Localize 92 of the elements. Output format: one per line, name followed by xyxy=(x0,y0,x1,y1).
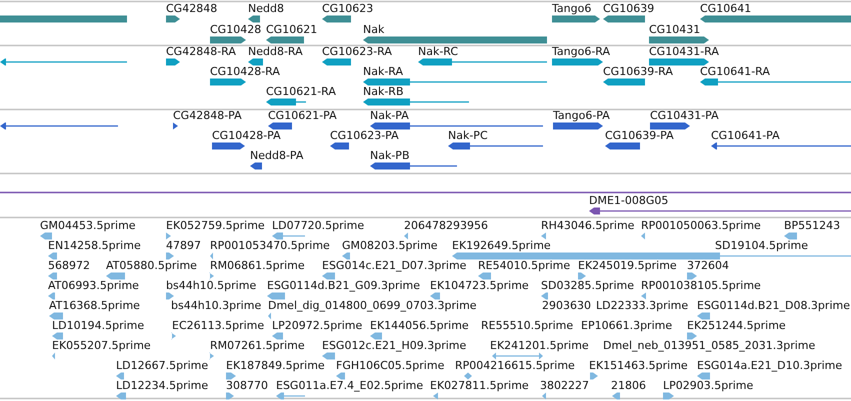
feature-label: ESG014c.E21_D07.3prime xyxy=(322,259,466,272)
feature-label: CG10621 xyxy=(266,23,318,36)
feature-label: CG10428-PA xyxy=(212,129,281,142)
feature-label: Nak-PB xyxy=(370,149,410,162)
feature-label: Nak-PC xyxy=(448,129,488,142)
feature-label: Nak-RC xyxy=(418,45,458,58)
feature-label: GM08203.5prime xyxy=(342,239,438,252)
feature-label: EP10661.3prime xyxy=(581,319,672,332)
feature-label: 21806 xyxy=(611,379,646,392)
feature-label: RH43046.5prime xyxy=(541,219,634,232)
feature-label: CG10641-RA xyxy=(700,65,770,78)
feature-label: CG10641 xyxy=(700,2,752,15)
feature-label: LP02903.5prime xyxy=(663,379,754,392)
feature-label: 206478293956 xyxy=(404,219,488,232)
feature-label: EK104723.5prime xyxy=(430,279,529,292)
feature-label: CG10431 xyxy=(649,23,700,36)
feature-label: 2903630 xyxy=(542,299,591,312)
feature-label: ESG0114d.B21_G09.3prime xyxy=(267,279,420,292)
feature-label: CG10431-RA xyxy=(649,45,719,58)
feature-label: CG10639-PA xyxy=(605,129,674,142)
feature-label: Tango6 xyxy=(552,2,592,15)
feature-label: RM07261.5prime xyxy=(210,339,305,352)
feature-label: CG10621-PA xyxy=(268,109,337,122)
feature-label: CG10623-PA xyxy=(330,129,399,142)
feature-label: CG10623 xyxy=(322,2,374,15)
feature-label: Tango6-RA xyxy=(552,45,610,58)
feature-label: 568972 xyxy=(48,259,90,272)
feature-label: EK245019.5prime xyxy=(578,259,677,272)
feature-label: CG10623-RA xyxy=(322,45,392,58)
feature-label: EK055207.5prime xyxy=(52,339,151,352)
feature-label: SD03285.5prime xyxy=(541,279,634,292)
feature-label: CG10428 xyxy=(210,23,262,36)
feature-label: ESG011a.E7.4_E02.5prime xyxy=(276,379,424,392)
feature-label: Dmel_neb_013951_0585_2031.3prime xyxy=(603,339,816,352)
feature-label: bs44h10.3prime xyxy=(171,299,262,312)
feature-label: ESG014a.E21_D10.3prime xyxy=(697,359,842,372)
feature-label: CG10431-PA xyxy=(650,109,719,122)
feature-label: 372604 xyxy=(687,259,729,272)
feature-label: Nedd8 xyxy=(248,2,284,15)
feature-label: RE55510.5prime xyxy=(481,319,574,332)
feature-label: CG10639 xyxy=(603,2,654,15)
feature-label: RP001050063.5prime xyxy=(641,219,761,232)
feature-label: LD12667.5prime xyxy=(116,359,208,372)
feature-label: AT06993.5prime xyxy=(48,279,139,292)
feature-label: ESG0114d.B21_D08.3prime xyxy=(697,299,850,312)
feature-label: AT16368.5prime xyxy=(49,299,140,312)
feature-label: EK151463.5prime xyxy=(589,359,688,372)
feature-label: LD10194.5prime xyxy=(52,319,144,332)
feature-label: CG10639-RA xyxy=(603,65,673,78)
feature-label: CG42848-RA xyxy=(166,45,236,58)
feature-label: Nedd8-RA xyxy=(248,45,303,58)
feature-label: BP551243 xyxy=(784,219,840,232)
feature-label: bs44h10.5prime xyxy=(166,279,256,292)
feature-label: RP001053470.5prime xyxy=(210,239,330,252)
feature-label: EK241201.5prime xyxy=(490,339,589,352)
feature-label: CG10641-PA xyxy=(711,129,780,142)
feature-label: EK144056.5prime xyxy=(370,319,469,332)
feature-label: LD12234.5prime xyxy=(116,379,208,392)
feature-label: EK052759.5prime xyxy=(166,219,265,232)
feature-label: AT05880.5prime xyxy=(106,259,197,272)
feature-label: CG42848-PA xyxy=(173,109,242,122)
feature-label: Nedd8-PA xyxy=(250,149,304,162)
feature-label: 308770 xyxy=(226,379,268,392)
feature-label: EK251244.5prime xyxy=(687,319,786,332)
feature-label: 47897 xyxy=(166,239,201,252)
feature-label: Nak-RA xyxy=(363,65,404,78)
feature-label: CG10621-RA xyxy=(266,85,336,98)
feature-label: Nak xyxy=(363,23,384,36)
feature-label: ESG012c.E21_H09.3prime xyxy=(322,339,466,352)
feature-label: RM06861.5prime xyxy=(210,259,305,272)
feature-label: RP001038105.5prime xyxy=(641,279,761,292)
feature-label: EK187849.5prime xyxy=(226,359,325,372)
feature-label: CG42848 xyxy=(166,2,218,15)
feature-label: LD22333.3prime xyxy=(596,299,688,312)
feature-label: GM04453.5prime xyxy=(40,219,136,232)
feature-label: EN14258.5prime xyxy=(48,239,141,252)
feature-label: RE54010.5prime xyxy=(478,259,570,272)
feature-label: Nak-PA xyxy=(370,109,409,122)
feature-label: DME1-008G05 xyxy=(589,194,668,207)
feature-label: EC26113.5prime xyxy=(172,319,264,332)
feature-label: 3802227 xyxy=(540,379,589,392)
feature-label: CG10428-RA xyxy=(210,65,280,78)
feature-label: RP004216615.5prime xyxy=(455,359,575,372)
feature-label: LD07720.5prime xyxy=(272,219,364,232)
feature-label: Tango6-PA xyxy=(553,109,610,122)
feature-label: Nak-RB xyxy=(363,85,404,98)
feature-label: EK027811.5prime xyxy=(430,379,529,392)
feature-label: SD19104.5prime xyxy=(715,239,808,252)
feature-label: LP20972.5prime xyxy=(272,319,362,332)
feature-label: EK192649.5prime xyxy=(452,239,551,252)
feature-label: FGH106C05.5prime xyxy=(336,359,444,372)
feature-label: Dmel_dig_014800_0699_0703.3prime xyxy=(268,299,477,312)
